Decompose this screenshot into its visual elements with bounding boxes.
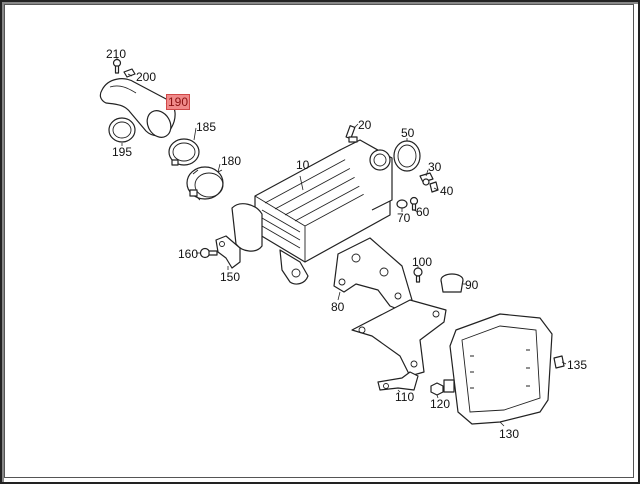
callout-80[interactable]: 80: [331, 300, 345, 314]
callout-50[interactable]: 50: [401, 126, 415, 140]
part-130-cover[interactable]: [443, 313, 553, 425]
callout-70[interactable]: 70: [397, 211, 411, 225]
callout-150[interactable]: 150: [220, 270, 241, 284]
callout-180[interactable]: 180: [221, 154, 242, 168]
callout-120[interactable]: 120: [430, 397, 451, 411]
part-195-seal-ring[interactable]: [108, 117, 136, 143]
part-200-clip[interactable]: [123, 68, 136, 78]
part-30-fitting[interactable]: [419, 172, 434, 186]
part-90-mount[interactable]: [440, 273, 464, 293]
callout-135[interactable]: 135: [567, 358, 588, 372]
part-210-bolt[interactable]: [112, 58, 122, 74]
callout-10[interactable]: 10: [296, 158, 310, 172]
part-80-carrier[interactable]: [333, 237, 413, 311]
callout-40[interactable]: 40: [440, 184, 454, 198]
part-120-nut[interactable]: [430, 382, 444, 396]
part-70-seal[interactable]: [396, 199, 408, 209]
callout-30[interactable]: 30: [428, 160, 442, 174]
part-180-coupling[interactable]: [186, 166, 224, 201]
part-135-clip[interactable]: [553, 355, 565, 369]
callout-200[interactable]: 200: [136, 70, 157, 84]
callout-160[interactable]: 160: [178, 247, 199, 261]
part-40-clip[interactable]: [429, 181, 439, 193]
part-110-bracket[interactable]: [377, 371, 419, 391]
callout-110[interactable]: 110: [395, 390, 415, 404]
callout-60[interactable]: 60: [416, 205, 430, 219]
callout-20[interactable]: 20: [358, 118, 372, 132]
part-10-intercooler[interactable]: [231, 139, 393, 285]
callout-130[interactable]: 130: [499, 427, 520, 441]
callout-185[interactable]: 185: [196, 120, 217, 134]
part-20-sensor[interactable]: [345, 125, 358, 143]
callout-190[interactable]: 190: [166, 94, 191, 110]
part-150-bracket[interactable]: [215, 235, 241, 269]
part-190-charge-air-hose[interactable]: [99, 78, 176, 142]
lower-bracket: [351, 299, 447, 377]
part-50-seal[interactable]: [393, 140, 421, 172]
callout-90[interactable]: 90: [465, 278, 479, 292]
part-100-screw[interactable]: [413, 267, 423, 283]
callout-195[interactable]: 195: [112, 145, 133, 159]
leader-lines: [116, 58, 567, 427]
callout-210[interactable]: 210: [106, 47, 127, 61]
part-160-bolt[interactable]: [199, 247, 218, 259]
diagram-inner-border: [4, 4, 634, 478]
part-185-hose-clamp[interactable]: [168, 138, 200, 166]
callout-100[interactable]: 100: [412, 255, 433, 269]
